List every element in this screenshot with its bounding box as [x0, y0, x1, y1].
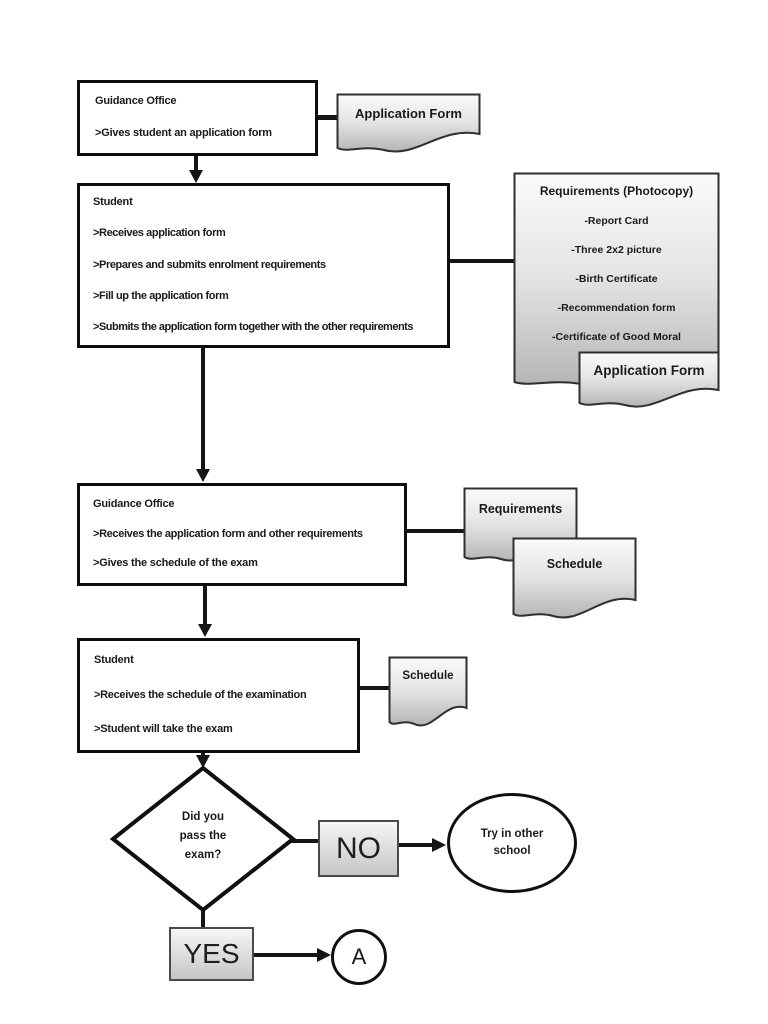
document-schedule-2: Schedule [388, 656, 468, 730]
decision-line: Did you [181, 811, 225, 823]
document-shape-icon [578, 351, 720, 408]
connector-a: A [331, 929, 387, 985]
connector-decision-yes [201, 906, 205, 927]
process-box-guidance-office-2: Guidance Office >Receives the applicatio… [77, 483, 407, 586]
arrowhead-step3 [196, 469, 210, 482]
connector-step3-doc-requirements [407, 529, 465, 533]
document-item: -Certificate of Good Moral [552, 331, 681, 343]
process-line: >Fill up the application form [93, 289, 229, 302]
branch-yes-label: YES [183, 938, 240, 969]
decision-line: pass the [179, 829, 227, 842]
document-label: Application Form [593, 363, 705, 378]
connector-decision-no [291, 839, 318, 843]
process-title: Student [93, 196, 133, 208]
document-requirements-photocopy: Requirements (Photocopy) -Report Card -T… [513, 172, 720, 390]
document-label: Schedule [546, 557, 603, 571]
process-line: >Gives the schedule of the exam [93, 557, 258, 570]
document-shape-icon [336, 93, 481, 153]
terminator-line: school [493, 845, 531, 857]
document-application-form-2: Application Form [578, 351, 720, 411]
document-item: -Three 2x2 picture [571, 244, 662, 256]
connector-yes-circle-a [253, 953, 318, 957]
decision-diamond [109, 764, 297, 914]
connector-step2-step3 [201, 347, 205, 470]
process-title: Guidance Office [93, 498, 175, 510]
arrowhead-ellipse [432, 838, 446, 852]
process-line: >Submits the application form together w… [93, 321, 413, 334]
connector-step4-doc-schedule [360, 686, 390, 690]
process-box-student-1: Student >Receives application form >Prep… [77, 183, 450, 348]
document-title: Requirements (Photocopy) [539, 184, 694, 198]
connector-step2-doc-requirements [448, 259, 515, 263]
terminator-try-other-school: Try in other school [447, 793, 577, 893]
arrowhead-step4 [198, 624, 212, 637]
connector-no-ellipse [399, 843, 433, 847]
process-title: Guidance Office [95, 95, 177, 107]
process-title: Student [94, 654, 134, 666]
document-label: Application Form [355, 106, 462, 121]
arrowhead-step2 [189, 170, 203, 183]
process-line: >Receives the application form and other… [93, 527, 363, 540]
branch-yes: YES [169, 927, 254, 981]
process-line: >Prepares and submits enrolment requirem… [93, 258, 326, 271]
decision-line: exam? [184, 848, 222, 861]
connector-a-label: A [351, 944, 367, 969]
process-line: >Student will take the exam [94, 723, 233, 736]
process-line: >Receives application form [93, 227, 226, 240]
document-item: -Report Card [584, 215, 649, 227]
connector-step1-step2 [194, 155, 198, 171]
document-application-form-1: Application Form [336, 93, 481, 156]
process-box-student-2: Student >Receives the schedule of the ex… [77, 638, 360, 753]
process-box-guidance-office-1: Guidance Office >Gives student an applic… [77, 80, 318, 156]
decision-text: Did you pass the exam? [148, 808, 258, 865]
connector-step4-decision [201, 752, 205, 757]
document-label: Requirements [478, 502, 563, 516]
document-label: Schedule [402, 670, 454, 682]
document-item: -Recommendation form [557, 302, 676, 314]
document-schedule-1: Schedule [512, 537, 637, 622]
connector-step3-step4 [203, 586, 207, 625]
terminator-line: Try in other [480, 827, 544, 840]
diamond-shape-icon [109, 765, 297, 913]
document-shape-icon [512, 537, 637, 619]
process-line: >Gives student an application form [95, 127, 272, 140]
document-item: -Birth Certificate [575, 273, 658, 285]
branch-no-label: NO [336, 831, 381, 865]
connector-step1-doc-application-form [316, 115, 338, 120]
process-line: >Receives the schedule of the examinatio… [94, 688, 307, 701]
arrowhead-decision [196, 755, 210, 768]
arrowhead-circle-a [317, 948, 331, 962]
branch-no: NO [318, 820, 399, 877]
document-shape-icon [388, 656, 468, 727]
